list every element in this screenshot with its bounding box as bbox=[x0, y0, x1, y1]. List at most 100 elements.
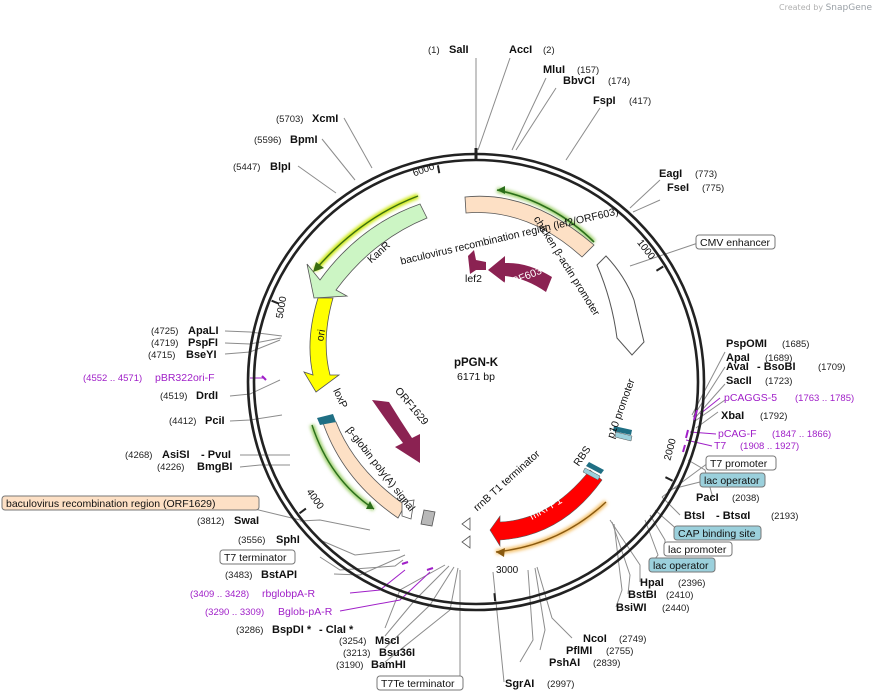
enzyme-pcii: PciI bbox=[205, 415, 225, 427]
enzyme-fsei-pos: (775) bbox=[702, 183, 724, 194]
enzyme-avai: AvaI bbox=[726, 361, 749, 373]
enzyme-msci-pos: (3254) bbox=[339, 636, 366, 647]
enzyme-bstbi: BstBI bbox=[628, 589, 657, 601]
enzyme-bsobi-dash: - bbox=[757, 361, 764, 373]
baculovirus-orf1629-box bbox=[1, 495, 260, 511]
enzyme-apai: ApaI bbox=[726, 352, 750, 364]
tick-4000: 4000 bbox=[304, 487, 326, 512]
tick-6000: 6000 bbox=[411, 161, 436, 179]
cmv-enhancer-label: CMV enhancer bbox=[700, 237, 771, 249]
lac-operator-label-2: lac operator bbox=[653, 560, 709, 572]
enzyme-pspomi-pos: (1685) bbox=[782, 339, 809, 350]
enzyme-fspi-pos: (417) bbox=[629, 96, 651, 107]
enzyme-bsobi: - BsoBI bbox=[757, 361, 796, 373]
primer-marks bbox=[261, 375, 698, 571]
enzyme-drdi-pos: (4519) bbox=[160, 391, 187, 402]
tick-marks bbox=[271, 165, 674, 602]
lac-promoter-label: lac promoter bbox=[668, 544, 727, 556]
enzyme-asisi-pos: (4268) bbox=[125, 450, 152, 461]
t7-terminator-box bbox=[219, 549, 296, 565]
tick-mark-6 bbox=[436, 165, 441, 174]
tick-mark-5 bbox=[271, 299, 280, 305]
enzyme-sgrai-pos: (2997) bbox=[547, 679, 574, 690]
primer-pcagf-range: (1847 .. 1866) bbox=[772, 429, 831, 440]
enzyme-bspdi: BspDI * bbox=[272, 624, 312, 636]
tick-3000: 3000 bbox=[496, 565, 519, 576]
cap-binding-box bbox=[673, 525, 762, 541]
enzyme-ncoi-pos: (2749) bbox=[619, 634, 646, 645]
t7te-terminator-label: T7Te terminator bbox=[381, 678, 455, 690]
enzyme-apai-pos: (1689) bbox=[765, 353, 792, 364]
enzyme-btsi: BtsI bbox=[684, 510, 705, 522]
tick-2000: 2000 bbox=[663, 437, 679, 462]
enzyme-sali-pos: (1) bbox=[428, 45, 440, 56]
enzyme-pspfi: PspFI bbox=[188, 337, 218, 349]
ori-label: ori bbox=[314, 329, 328, 343]
baculovirus-region-bar-top bbox=[464, 195, 595, 258]
enzyme-acci-pos: (2) bbox=[543, 45, 555, 56]
cap-binding-label: CAP binding site bbox=[678, 528, 756, 540]
enzyme-btsi-pos: (2193) bbox=[771, 511, 798, 522]
t7-promoter-label: T7 promoter bbox=[710, 458, 768, 470]
enzyme-pspomi: PspOMI bbox=[726, 338, 767, 350]
enzyme-sphi: SphI bbox=[276, 534, 300, 546]
t7-terminator-label: T7 terminator bbox=[224, 552, 287, 564]
credit-brand: SnapGene bbox=[825, 3, 872, 13]
tick-mark-3 bbox=[493, 593, 497, 602]
enzyme-drdi: DrdI bbox=[196, 390, 218, 402]
tick-1000: 1000 bbox=[634, 238, 657, 263]
enzyme-bsiwi: BsiWI bbox=[616, 602, 647, 614]
enzyme-bsobi-name: BsoBI bbox=[764, 361, 796, 373]
cmv-promoter-arrow bbox=[596, 255, 645, 356]
primer-rbglobpar: rbglobpA-R bbox=[262, 588, 316, 600]
enzyme-mlui: MluI bbox=[543, 64, 565, 76]
rrnb-terminator-arrows bbox=[461, 517, 471, 549]
plasmid-name: pPGN-K bbox=[454, 357, 499, 369]
snapgene-credit: Created by SnapGene bbox=[779, 3, 872, 13]
enzyme-bpmi-pos: (5596) bbox=[254, 135, 281, 146]
loxp-region-feature bbox=[309, 414, 436, 527]
enzyme-ncoi: NcoI bbox=[583, 633, 607, 645]
enzyme-bamhi: BamHI bbox=[371, 659, 406, 671]
plasmid-size: 6171 bp bbox=[457, 371, 495, 383]
tick-mark-4 bbox=[298, 507, 307, 515]
primer-pcagf: pCAG-F bbox=[718, 428, 757, 440]
enzyme-clai: - ClaI * bbox=[319, 624, 354, 636]
lac-promoter-box bbox=[663, 541, 733, 557]
orf603-arrow bbox=[488, 256, 552, 292]
enzyme-bmgbi-pos: (4226) bbox=[157, 462, 184, 473]
enzyme-asisi: AsiSI bbox=[162, 449, 190, 461]
lef2-arrow bbox=[468, 250, 486, 274]
lef2-label: lef2 bbox=[465, 273, 482, 285]
enzyme-bmgbi: BmgBI bbox=[197, 461, 232, 473]
primer-bglobpar: Bglob-pA-R bbox=[278, 606, 333, 618]
enzyme-sgrai: SgrAI bbox=[505, 678, 534, 690]
primer-t7: T7 bbox=[714, 440, 726, 452]
primer-pbr322orif: pBR322ori-F bbox=[155, 372, 215, 384]
enzyme-sacii-pos: (1723) bbox=[765, 376, 792, 387]
enzyme-clai-name: ClaI * bbox=[326, 624, 354, 636]
enzyme-paci: PacI bbox=[696, 492, 719, 504]
t7te-terminator-box bbox=[376, 675, 464, 691]
p10-promoter-mark bbox=[613, 426, 633, 442]
primer-pcaggs5: pCAGGS-5 bbox=[724, 392, 777, 404]
enzyme-sali: SalI bbox=[449, 44, 469, 56]
enzyme-msci: MscI bbox=[375, 635, 399, 647]
enzyme-pvui-dash: - bbox=[201, 449, 208, 461]
lac-operator-box-1 bbox=[699, 472, 766, 488]
cmv-enhancer-box bbox=[695, 234, 776, 250]
enzyme-bsiwi-pos: (2440) bbox=[662, 603, 689, 614]
chicken-beta-actin-promoter-feature bbox=[496, 186, 596, 244]
loxp-label: loxP bbox=[330, 387, 350, 411]
enzyme-blpi-pos: (5447) bbox=[233, 162, 260, 173]
enzyme-xbai-pos: (1792) bbox=[760, 411, 787, 422]
mrfp1-feature bbox=[489, 469, 608, 557]
rbs-marks bbox=[582, 462, 604, 481]
enzyme-leader-lines bbox=[180, 57, 726, 683]
tick-5000: 5000 bbox=[275, 295, 290, 319]
enzyme-bstapi: BstAPI bbox=[261, 569, 297, 581]
enzyme-bstapi-pos: (3483) bbox=[225, 570, 252, 581]
enzyme-bstbi-pos: (2410) bbox=[666, 590, 693, 601]
enzyme-eagi: EagI bbox=[659, 168, 682, 180]
